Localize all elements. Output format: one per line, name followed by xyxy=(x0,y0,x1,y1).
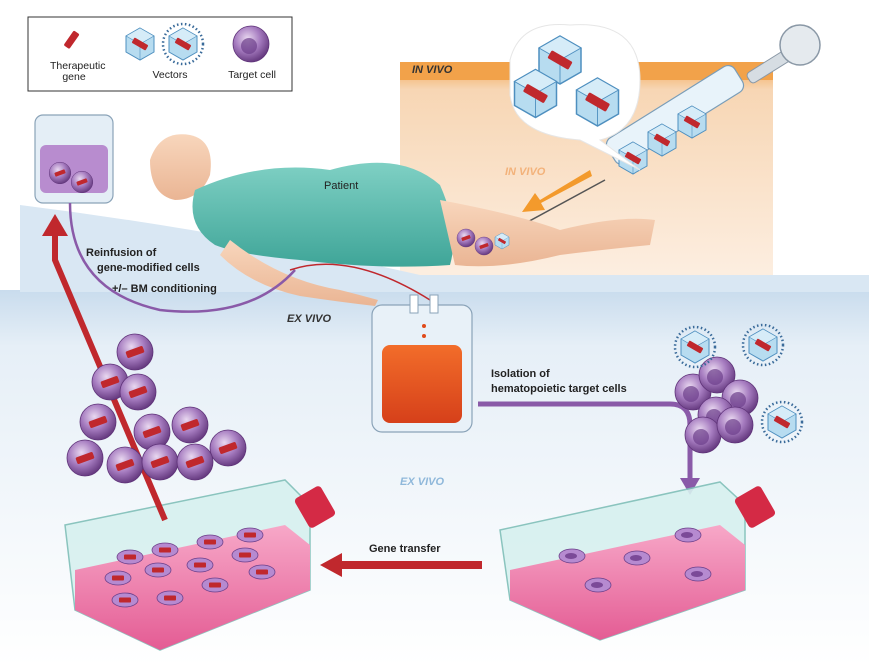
bed-surface xyxy=(20,205,869,292)
therapeutic-gene-icon xyxy=(64,30,80,49)
in-vivo-arrow-label: IN VIVO xyxy=(505,166,546,178)
in-vivo-banner-label: IN VIVO xyxy=(412,64,453,76)
target-cell-icon xyxy=(232,25,270,63)
legend-vectors-label: Vectors xyxy=(152,69,188,81)
ex-vivo-top-label: EX VIVO xyxy=(287,313,332,325)
legend-gene-label: Therapeutic gene xyxy=(50,60,106,83)
gene-transfer-label: Gene transfer xyxy=(369,543,441,555)
isolation-label-1: Isolation of xyxy=(491,368,550,380)
blood-collection-bag xyxy=(289,263,473,433)
culture-flask-right xyxy=(499,481,776,641)
legend-target-cell-label: Target cell xyxy=(228,69,276,81)
vector-magnified-bubble xyxy=(509,23,641,171)
reinfusion-label-3: +/– BM conditioning xyxy=(112,283,217,295)
in-vivo-arrow xyxy=(522,170,592,212)
ex-vivo-mid-label: EX VIVO xyxy=(400,476,445,488)
patient xyxy=(150,134,655,306)
legend xyxy=(27,16,293,92)
reinfusion-label-2: gene-modified cells xyxy=(97,262,200,274)
gene-transfer-arrow xyxy=(320,553,482,577)
iv-bag xyxy=(34,114,296,313)
reinfusion-arrow xyxy=(42,214,168,522)
patient-label: Patient xyxy=(324,180,359,192)
isolation-label-2: hematopoietic target cells xyxy=(491,383,627,395)
culture-flask-left xyxy=(64,479,336,651)
reinfusion-label-1: Reinfusion of xyxy=(86,247,157,259)
